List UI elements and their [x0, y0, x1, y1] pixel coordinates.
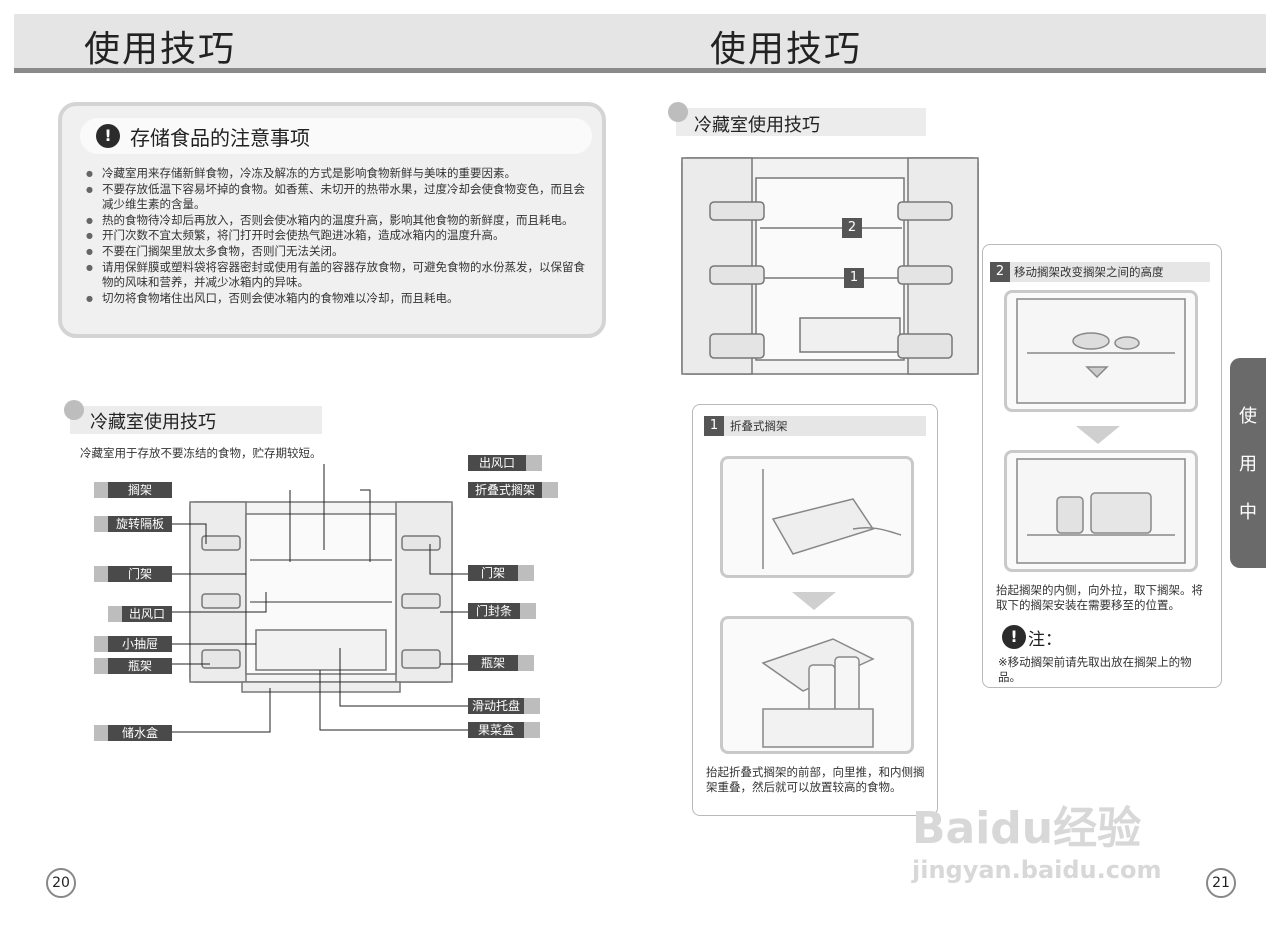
label-door-seal: 门封条	[468, 603, 520, 619]
card-title: 折叠式搁架	[730, 419, 788, 433]
notice-item: 不要在门搁架里放太多食物，否则门无法关闭。	[86, 244, 586, 260]
side-tab-char: 用	[1239, 454, 1257, 475]
label-tail	[520, 603, 536, 619]
note-title: 注：	[1028, 630, 1062, 650]
fridge-marker-2: 2	[842, 218, 862, 238]
arrow-down-icon	[1076, 426, 1120, 444]
label-top-vent: 出风口	[468, 455, 526, 471]
label-tail	[94, 516, 108, 532]
move-shelf-image-after	[1004, 450, 1198, 572]
side-tab-char: 使	[1239, 406, 1257, 427]
notice-item: 热的食物待冷却后再放入，否则会使冰箱内的温度升高，影响其他食物的新鲜度，而且耗电…	[86, 213, 586, 229]
watermark-brand: Baidu经验	[912, 803, 1142, 854]
side-tab-char: 中	[1239, 502, 1257, 523]
label-tail	[526, 455, 542, 471]
label-fruit-veg-box: 果菜盒	[468, 722, 524, 738]
side-tab: 使 用 中	[1230, 358, 1266, 568]
left-section-band	[70, 406, 322, 434]
notice-item: 开门次数不宜太频繁，将门打开时会使热气跑进冰箱，造成冰箱内的温度升高。	[86, 228, 586, 244]
label-tail	[518, 565, 534, 581]
watermark-url: jingyan.baidu.com	[912, 856, 1162, 884]
exclamation-icon: !	[96, 124, 120, 148]
label-rotating-partition: 旋转隔板	[108, 516, 172, 532]
label-tail	[94, 566, 108, 582]
card-number: 2	[990, 262, 1010, 282]
section-dot-icon	[668, 102, 688, 122]
note-exclamation-icon: !	[1002, 625, 1026, 649]
label-folding-shelf: 折叠式搁架	[468, 482, 542, 498]
label-shelf: 搁架	[108, 482, 172, 498]
label-small-drawer: 小抽屉	[108, 636, 172, 652]
note-text: ※移动搁架前请先取出放在搁架上的物品。	[998, 655, 1192, 684]
label-tail	[94, 658, 108, 674]
header-rule	[14, 68, 1266, 73]
notice-item: 切勿将食物堵住出风口，否则会使冰箱内的食物难以冷却，而且耗电。	[86, 291, 586, 307]
shelf-with-bottles-illustration	[761, 638, 875, 748]
page-number-left: 20	[46, 868, 76, 898]
left-section-desc: 冷藏室用于存放不要冻结的食物，贮存期较短。	[80, 446, 322, 460]
fridge-illustration-right	[681, 157, 979, 375]
right-section-title: 冷藏室使用技巧	[694, 115, 820, 136]
label-tail	[94, 636, 108, 652]
label-sliding-tray: 滑动托盘	[468, 698, 524, 714]
label-tail	[94, 725, 108, 741]
label-tail	[524, 698, 540, 714]
left-section-title: 冷藏室使用技巧	[90, 412, 216, 433]
label-tail	[518, 655, 534, 671]
page-title-right: 使用技巧	[710, 29, 863, 70]
notice-header	[80, 118, 592, 154]
page-title-left: 使用技巧	[84, 29, 237, 70]
card-title: 移动搁架改变搁架之间的高度	[1014, 265, 1164, 279]
card-header	[704, 416, 926, 436]
notice-item: 冷藏室用来存储新鲜食物，冷冻及解冻的方式是影响食物新鲜与美味的重要因素。	[86, 166, 586, 182]
card-header	[990, 262, 1210, 282]
label-door-rack-left: 门架	[108, 566, 172, 582]
folding-shelf-image-before	[720, 456, 914, 578]
label-tail	[94, 482, 108, 498]
card-number: 1	[704, 416, 724, 436]
page-number-right: 21	[1206, 868, 1236, 898]
section-dot-icon	[64, 400, 84, 420]
card-desc: 抬起搁架的内侧，向外拉，取下搁架。将取下的搁架安装在需要移至的位置。	[996, 583, 1203, 612]
label-tail	[542, 482, 558, 498]
fridge-marker-1: 1	[844, 268, 864, 288]
notice-item: 不要存放低温下容易坏掉的食物。如香蕉、未切开的热带水果，过度冷却会使食物变色，而…	[86, 182, 586, 213]
label-vent-left: 出风口	[122, 606, 172, 622]
notice-item: 请用保鲜膜或塑料袋将容器密封或使用有盖的容器存放食物，可避免食物的水份蒸发，以保…	[86, 260, 586, 291]
shelf-tall-items-illustration	[1016, 458, 1186, 564]
move-shelf-image-before	[1004, 290, 1198, 412]
label-door-rack-right: 门架	[468, 565, 518, 581]
arrow-down-icon	[792, 592, 836, 610]
label-bottle-rack-right: 瓶架	[468, 655, 518, 671]
fridge-diagram-left	[150, 464, 470, 733]
folding-shelf-image-after	[720, 616, 914, 754]
right-section-band	[676, 108, 926, 136]
label-tail	[524, 722, 540, 738]
label-tail	[108, 606, 122, 622]
shelf-pull-illustration	[1016, 298, 1186, 404]
label-bottle-rack-left: 瓶架	[108, 658, 172, 674]
notice-list: 冷藏室用来存储新鲜食物，冷冻及解冻的方式是影响食物新鲜与美味的重要因素。 不要存…	[86, 166, 586, 306]
notice-title: 存储食品的注意事项	[130, 126, 310, 150]
card-desc: 抬起折叠式搁架的前部，向里推，和内侧搁架重叠，然后就可以放置较高的食物。	[706, 765, 925, 794]
header-band	[14, 14, 1266, 70]
shelf-illustration	[762, 469, 902, 569]
label-water-box: 储水盒	[108, 725, 172, 741]
